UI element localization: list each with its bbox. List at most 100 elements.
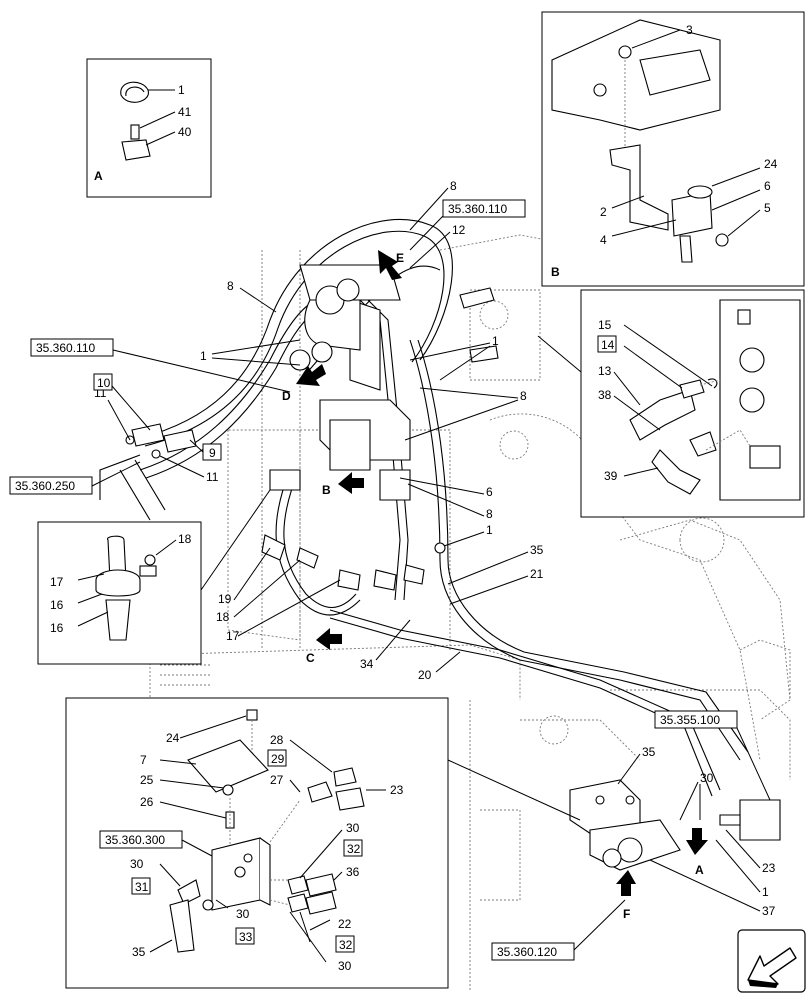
ref-box-35-360-110-left [30,338,114,357]
callout-37: 23 [762,861,776,875]
inset-view-a: 1 41 40 A [86,58,212,198]
callout-13: 13 [598,364,612,378]
arrow-e [378,250,402,280]
ref-35-355-100: 35.355.100 [660,713,720,727]
ref-box-35-355-100 [654,710,738,729]
view-letter-e: E [396,251,404,265]
bracket-18 [139,565,157,577]
callout-30-a: 27 [270,773,284,787]
callout-40: 40 [178,125,192,139]
cover-26 [187,739,269,793]
inset-view-b: 3 24 6 5 2 4 B [541,11,805,287]
boxed-14 [597,335,617,353]
fitting-29 [307,781,333,803]
callout-26: 7 [140,753,147,767]
bracket-2 [609,144,669,231]
callout-16-main: 19 [218,592,232,606]
view-letter-f: F [623,907,630,921]
callout-41: 41 [178,105,192,119]
callout-18: 17 [50,575,64,589]
callout-15: 15 [598,318,612,332]
callout-30-e: 30 [338,959,352,973]
fitting-31 [177,879,201,905]
ref-35-360-110-left: 35.360.110 [36,341,95,355]
bolt-28 [222,784,234,796]
callout-35-a: 36 [346,865,360,879]
callout-4: 4 [600,233,607,247]
callout-7: 17 [226,629,240,643]
callout-36-inset: 23 [390,783,404,797]
screw-25 [246,709,258,721]
boxed-32-upper-label: 32 [347,842,361,856]
view-arrows: E D B C A F [282,250,708,921]
ref-35-360-300: 35.360.300 [105,833,165,847]
frame-bracket [551,19,721,131]
callout-3: 3 [686,23,693,37]
callout-1-left: 1 [200,349,207,363]
callout-24-main: 18 [216,610,230,624]
callout-1-rear: 30 [700,771,714,785]
boxed-31 [131,877,151,895]
reference-boxes: 35.360.110 35.360.110 35.360.250 35.355.… [9,199,771,961]
callout-22-main: 37 [762,904,776,918]
arrow-b [338,472,364,494]
view-letter-a-main: A [695,863,704,877]
callout-38: 38 [598,388,612,402]
boxed-29 [267,749,287,767]
rear-valve-assembly [569,779,781,871]
callout-34: 34 [360,657,374,671]
callout-25: 24 [166,731,180,745]
callout-23-main: 35 [642,745,656,759]
boxed-33-label: 33 [239,930,253,944]
arrow-c [316,628,342,650]
boxed-32-upper [343,839,363,857]
callout-11-bottom: 11 [206,470,219,484]
ref-35-360-120: 35.360.120 [497,945,557,959]
ref-box-35-360-300 [99,830,183,849]
view-letter-d: D [282,389,291,403]
ref-35-360-250: 35.360.250 [15,479,75,493]
callout-22-inset: 35 [132,945,146,959]
view-letter-b-inset: B [551,265,560,279]
arrow-a [686,828,708,855]
callout-8-mid: 8 [520,389,527,403]
callout-21: 21 [530,567,544,581]
callout-30-c: 30 [130,857,144,871]
fitting-13 [679,379,705,399]
callout-35-b: 22 [338,917,352,931]
arrow-d [296,364,326,386]
callout-36-main: 1 [762,885,769,899]
callout-8-lower: 8 [486,507,493,521]
hose-35-lower [305,891,337,915]
callout-2: 2 [600,205,607,219]
hose-22 [169,899,195,953]
view-letter-b: B [322,483,331,497]
inset-clamp: 18 17 16 16 [37,489,271,665]
boxed-10-label: 10 [97,376,111,390]
screw-41 [130,124,140,140]
screw-19 [144,554,156,566]
callout-30-b: 30 [346,821,360,835]
boxed-10 [93,373,113,391]
callout-1-main: 1 [486,523,493,537]
boxed-32-lower [335,935,355,953]
main-callouts: 8 12 8 1 1 8 6 8 1 35 21 20 34 11 11 10 [93,179,776,918]
callout-24: 24 [764,157,778,171]
callout-6: 6 [764,179,771,193]
hose-35-upper [305,873,337,897]
callout-6-main: 6 [486,485,493,499]
boxed-33 [235,927,255,945]
inset-fittings: 15 14 13 38 39 [537,289,805,518]
valve-block-assembly [125,264,499,591]
callout-17: 16 [50,598,64,612]
callout-16: 16 [50,621,64,635]
bolt-5 [715,233,729,247]
navigation-arrow-icon[interactable] [737,929,806,993]
view-letter-a: A [94,169,103,183]
boxed-32-lower-label: 32 [339,938,353,952]
callout-35-main: 35 [530,543,544,557]
callout-5: 5 [764,201,771,215]
callout-1: 1 [178,83,185,97]
callout-28: 25 [140,773,154,787]
